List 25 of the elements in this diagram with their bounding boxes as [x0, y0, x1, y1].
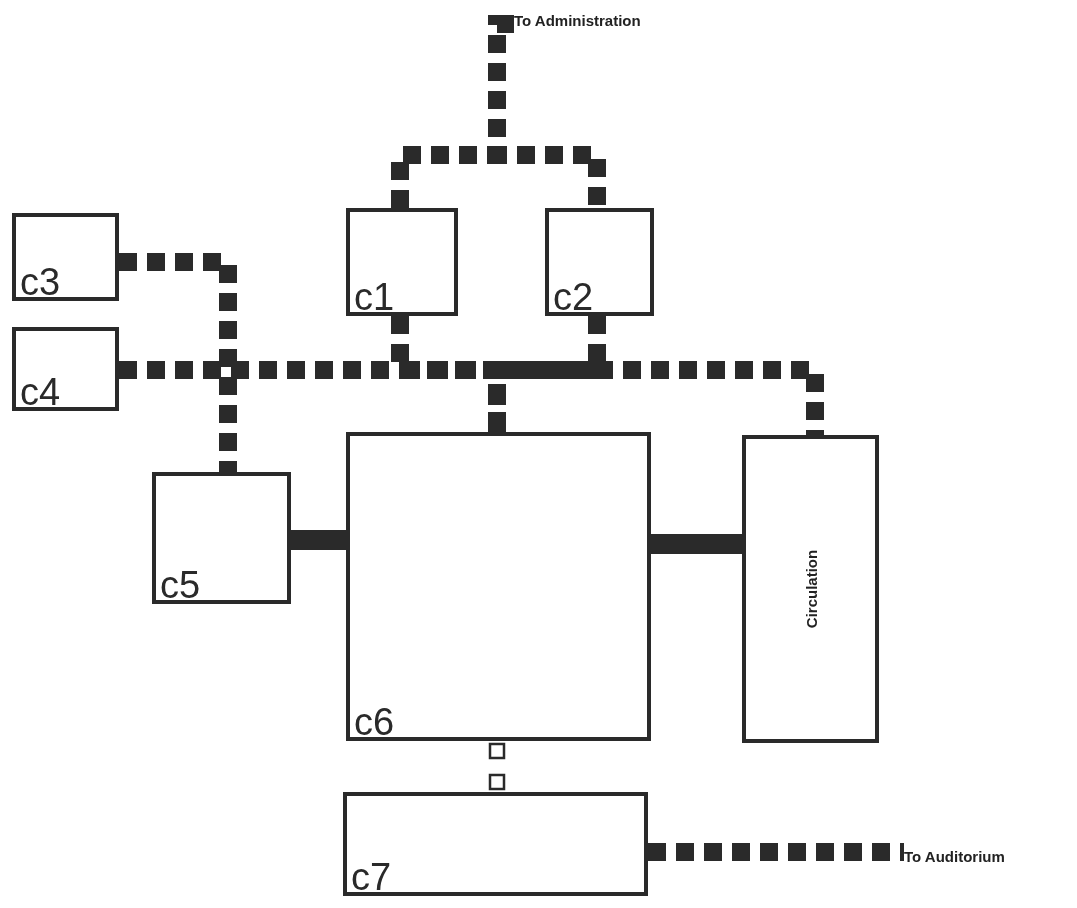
- room-label: c5: [160, 566, 201, 604]
- destination-label: To Administration: [514, 12, 641, 29]
- solid-connector: [291, 530, 346, 550]
- room-label: c6: [354, 703, 395, 741]
- room-box: [343, 792, 648, 896]
- room-label: c2: [553, 278, 594, 316]
- room-box: [152, 472, 291, 604]
- solid-connector: [651, 534, 742, 554]
- dashed-connector: [119, 361, 824, 435]
- square-end-connector: [488, 742, 506, 791]
- room-label: Circulation: [802, 549, 819, 629]
- room-label: c3: [20, 263, 61, 301]
- room-label: c4: [20, 373, 61, 411]
- room-box: [346, 432, 651, 741]
- dashed-connector: [391, 316, 506, 432]
- dashed-connector: [648, 843, 904, 861]
- dashed-connector: [119, 253, 237, 472]
- room-box: [545, 208, 654, 316]
- room-label: c7: [351, 858, 392, 896]
- room-box: [742, 435, 879, 743]
- room-label: c1: [354, 278, 395, 316]
- room-box: [12, 213, 119, 301]
- room-box: [346, 208, 458, 316]
- destination-label: To Auditorium: [904, 848, 1005, 865]
- room-box: [12, 327, 119, 411]
